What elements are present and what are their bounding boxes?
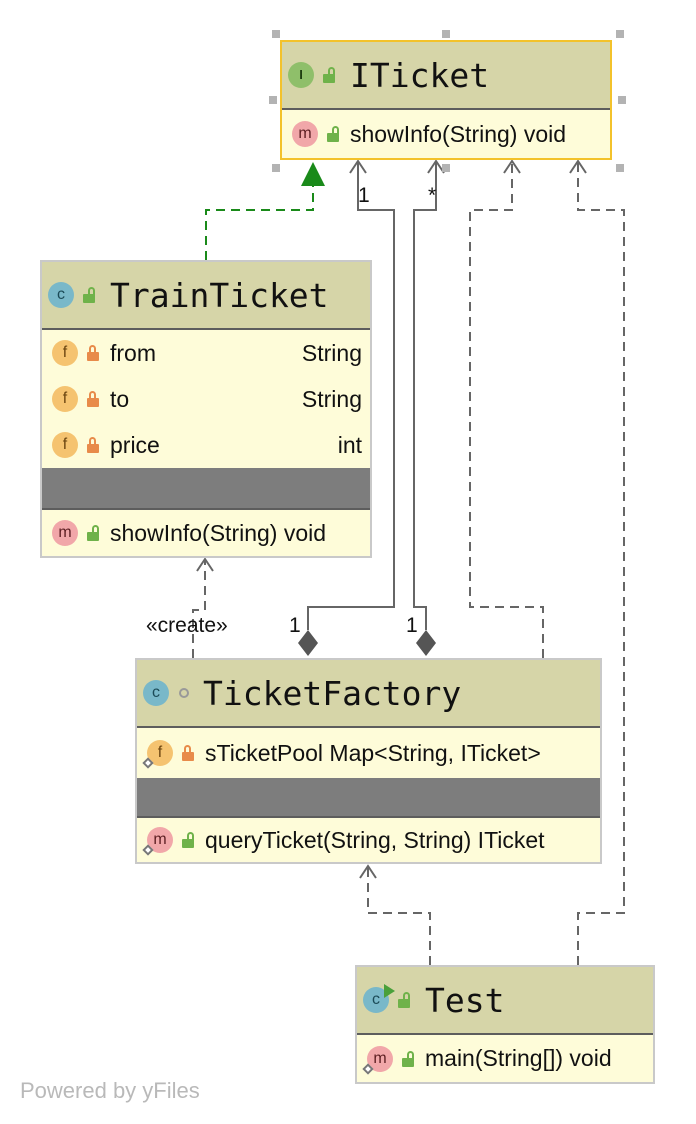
composition-factory-to-iticket-right[interactable] <box>413 162 437 630</box>
method-row[interactable]: m main(String[]) void <box>357 1035 653 1082</box>
class-header: c Test <box>357 967 653 1035</box>
field-row[interactable]: f from String <box>42 330 370 376</box>
powered-by-footer: Powered by yFiles <box>20 1078 200 1103</box>
realization-trainticket-to-iticket[interactable] <box>205 186 314 260</box>
composition-diamond <box>416 630 436 656</box>
method-row[interactable]: m queryTicket(String, String) ITicket <box>137 816 600 862</box>
class-icon: c <box>48 282 74 308</box>
static-field-icon: f <box>147 740 173 766</box>
public-lock-icon <box>82 287 96 303</box>
method-row[interactable]: m showInfo(String) void <box>282 110 610 158</box>
field-name: from <box>110 339 156 366</box>
field-type: String <box>301 385 362 412</box>
package-visibility-icon <box>179 688 189 698</box>
create-stereotype-label: «create» <box>146 614 228 637</box>
field-icon: f <box>52 340 78 366</box>
class-box-test[interactable]: c Test m main(String[]) void <box>355 965 655 1084</box>
arrowhead-open <box>349 159 367 174</box>
field-row[interactable]: f sTicketPool Map<String, ITicket> <box>137 728 600 778</box>
method-signature: showInfo(String) void <box>110 519 327 546</box>
arrowhead-open <box>196 557 214 572</box>
class-name: ITicket <box>350 55 490 95</box>
selection-handle[interactable] <box>269 96 277 104</box>
field-type: int <box>337 431 362 458</box>
class-header: c TrainTicket <box>42 262 370 330</box>
method-signature: main(String[]) void <box>425 1045 612 1071</box>
selection-handle[interactable] <box>616 164 624 172</box>
class-box-trainticket[interactable]: c TrainTicket f from String f to String … <box>40 260 372 558</box>
composition-factory-to-iticket-left[interactable] <box>307 162 395 630</box>
field-signature: sTicketPool Map<String, ITicket> <box>205 739 541 766</box>
create-dependency-factory-to-trainticket[interactable] <box>192 560 206 658</box>
constructors-section <box>42 468 370 508</box>
composition-diamond <box>298 630 318 656</box>
multiplicity-label: * <box>428 184 437 207</box>
constructors-section <box>137 778 600 816</box>
multiplicity-label: 1 <box>406 614 418 637</box>
method-signature: queryTicket(String, String) ITicket <box>205 826 545 853</box>
class-name: TicketFactory <box>203 673 462 713</box>
private-lock-icon <box>86 345 100 361</box>
selection-handle[interactable] <box>272 30 280 38</box>
multiplicity-label: 1 <box>358 184 370 207</box>
class-header: c TicketFactory <box>137 660 600 728</box>
class-name: TrainTicket <box>110 275 329 315</box>
class-header: I ITicket <box>282 42 610 110</box>
method-row[interactable]: m showInfo(String) void <box>42 508 370 556</box>
selection-handle[interactable] <box>442 30 450 38</box>
field-icon: f <box>52 386 78 412</box>
multiplicity-label: 1 <box>289 614 301 637</box>
public-lock-icon <box>322 67 336 83</box>
field-row[interactable]: f to String <box>42 376 370 422</box>
method-icon: m <box>292 121 318 147</box>
class-box-iticket[interactable]: I ITicket m showInfo(String) void <box>280 40 612 160</box>
public-lock-icon <box>401 1050 415 1067</box>
selection-handle[interactable] <box>618 96 626 104</box>
field-name: to <box>110 385 130 412</box>
field-type: String <box>301 339 362 366</box>
arrowhead-open <box>359 864 377 879</box>
arrowhead-open <box>427 159 445 174</box>
class-icon: c <box>143 680 169 706</box>
private-lock-icon <box>86 437 100 453</box>
arrowhead-open <box>503 159 521 174</box>
field-icon: f <box>52 432 78 458</box>
public-lock-icon <box>86 525 100 541</box>
public-lock-icon <box>397 992 411 1008</box>
dependency-test-to-iticket[interactable] <box>577 162 625 965</box>
public-lock-icon <box>326 126 340 142</box>
realization-arrowhead <box>301 162 325 186</box>
arrowhead-open <box>569 159 587 174</box>
static-method-icon: m <box>147 827 173 853</box>
field-row[interactable]: f price int <box>42 422 370 468</box>
public-lock-icon <box>181 832 195 848</box>
selection-handle[interactable] <box>272 164 280 172</box>
field-name: price <box>110 431 160 458</box>
runnable-class-icon: c <box>363 984 395 1013</box>
class-name: Test <box>425 980 505 1020</box>
dependency-test-to-factory[interactable] <box>367 867 431 965</box>
private-lock-icon <box>86 391 100 407</box>
dependency-factory-to-iticket[interactable] <box>469 162 544 658</box>
method-icon: m <box>52 520 78 546</box>
class-box-ticketfactory[interactable]: c TicketFactory f sTicketPool Map<String… <box>135 658 602 864</box>
interface-icon: I <box>288 62 314 88</box>
private-lock-icon <box>181 745 195 761</box>
selection-handle[interactable] <box>616 30 624 38</box>
selection-handle[interactable] <box>442 164 450 172</box>
static-method-icon: m <box>367 1045 393 1072</box>
method-signature: showInfo(String) void <box>350 120 567 147</box>
